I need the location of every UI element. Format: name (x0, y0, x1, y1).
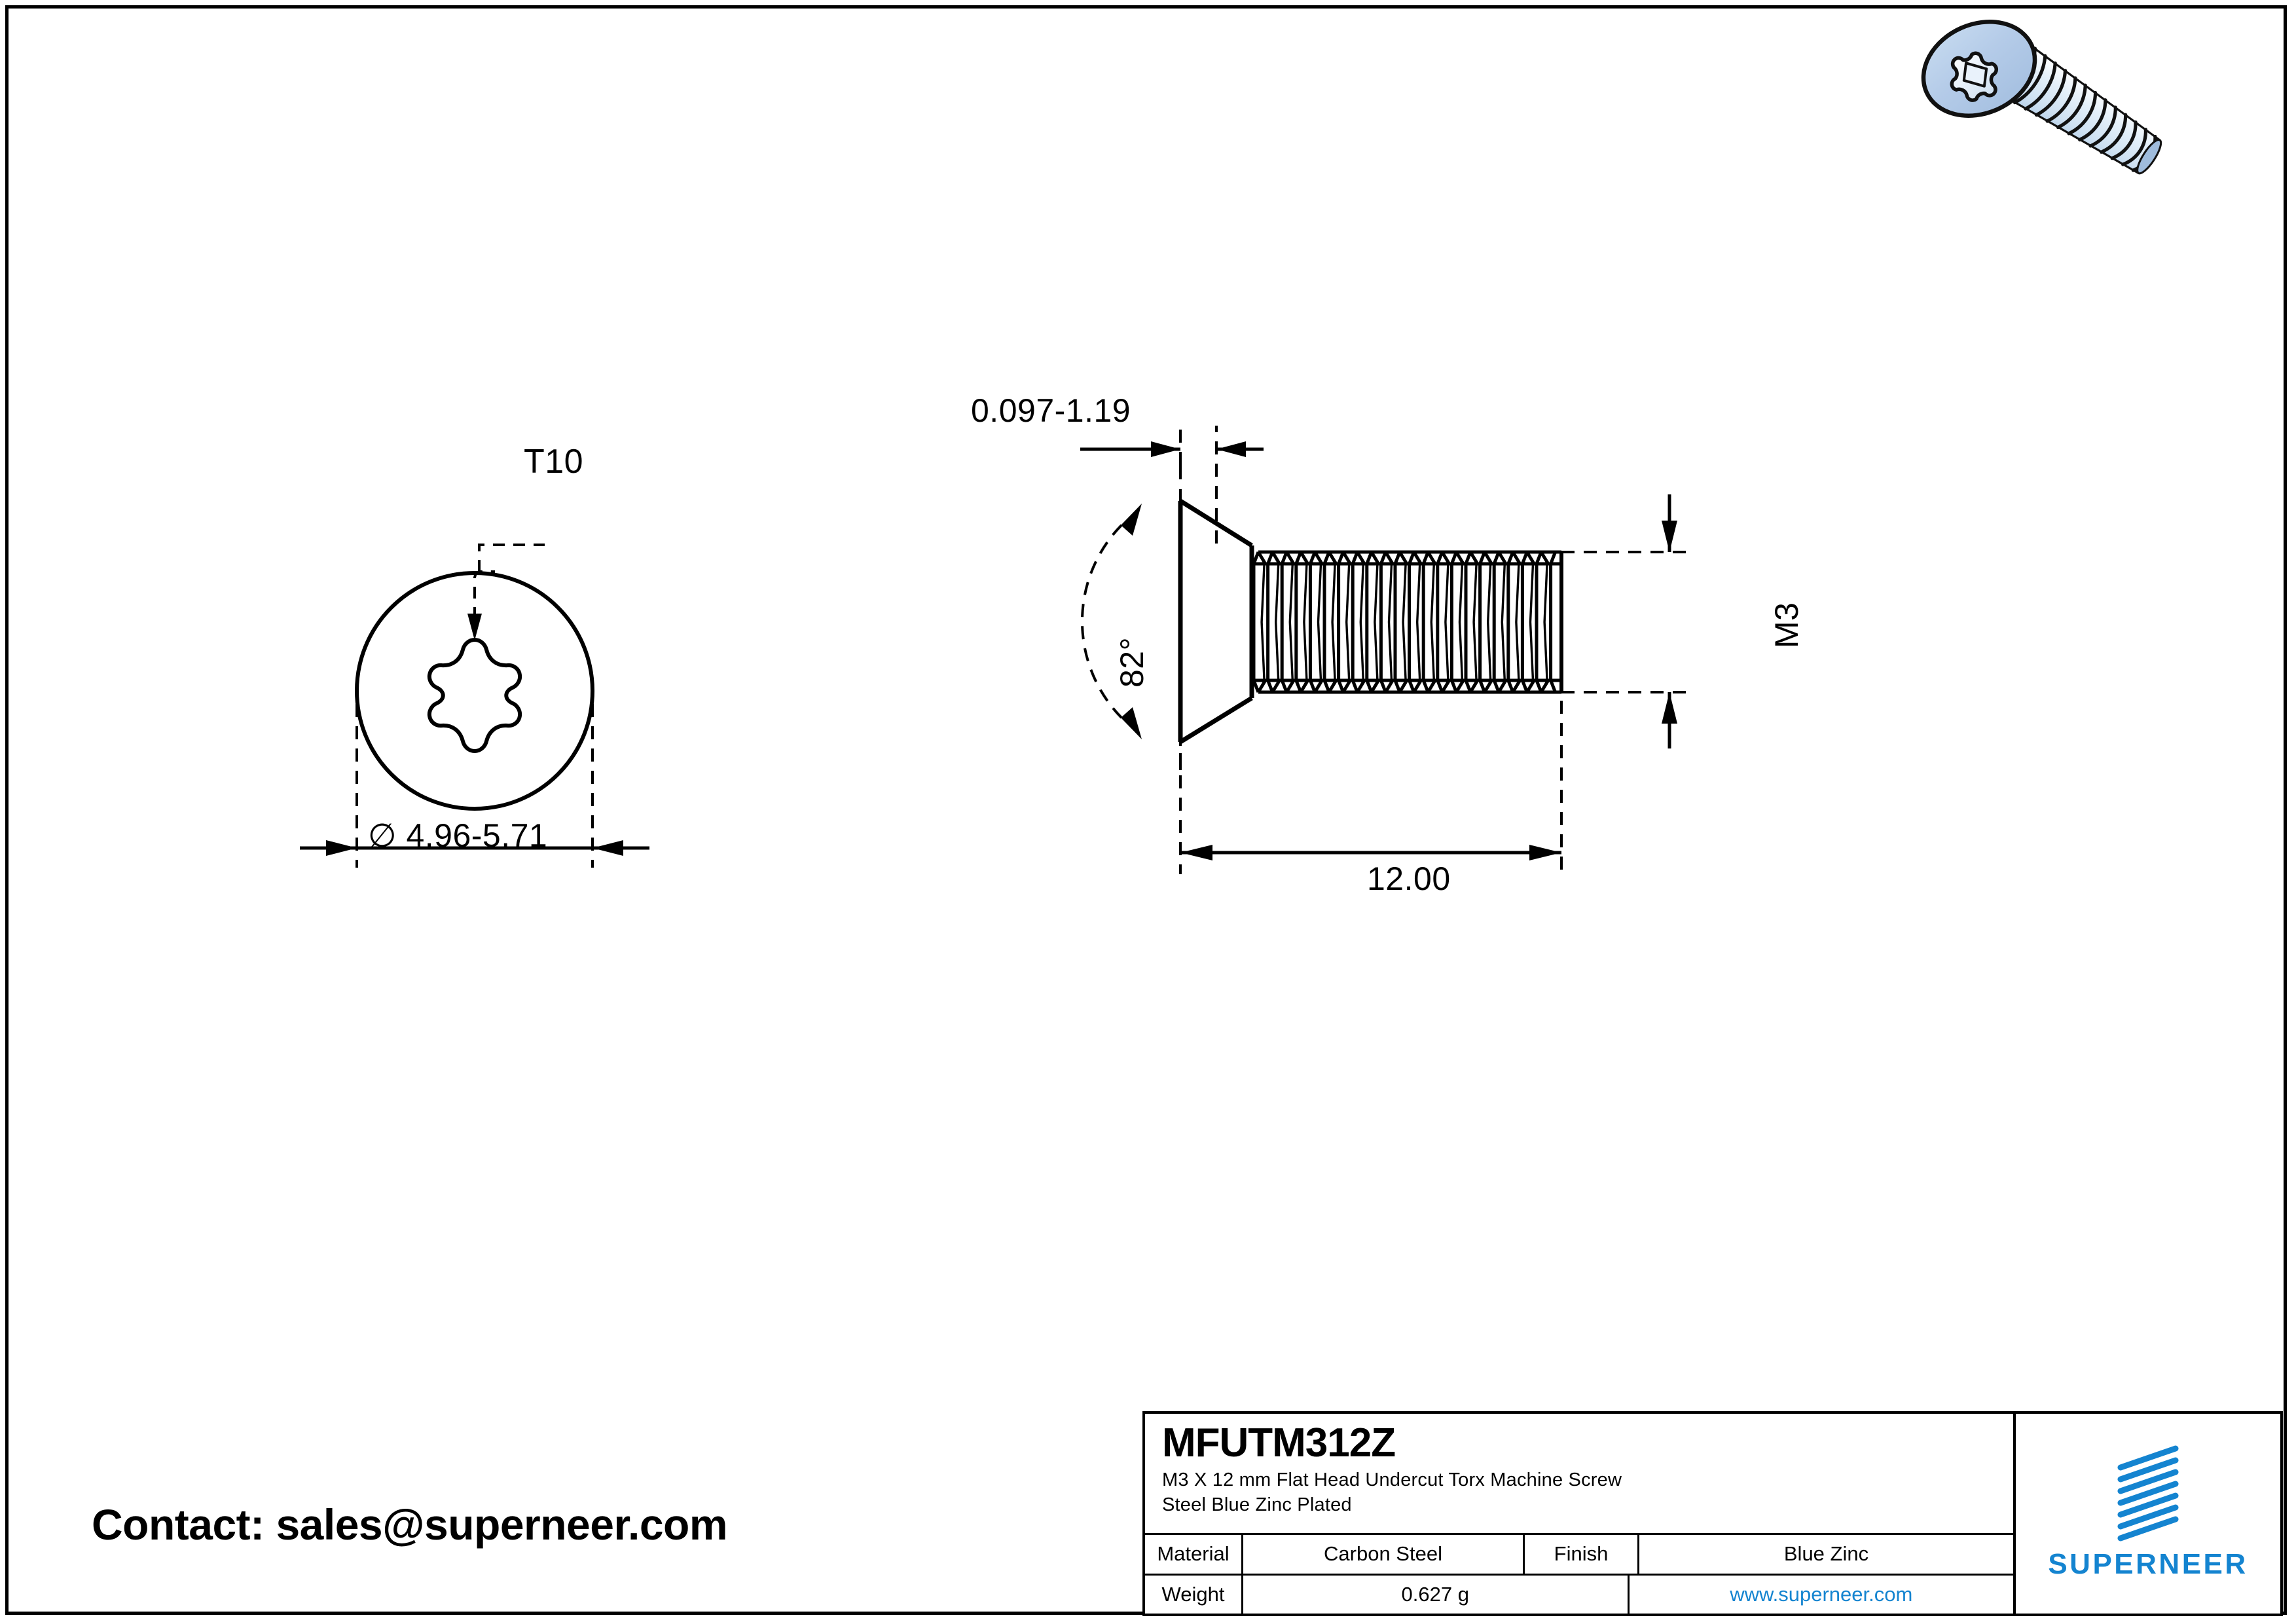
spec-table: Material Carbon Steel Finish Blue Zinc W… (1145, 1535, 2013, 1614)
title-block: MFUTM312Z M3 X 12 mm Flat Head Undercut … (1142, 1411, 2283, 1616)
weight-value: 0.627 g (1243, 1575, 1630, 1614)
spec-row-material-finish: Material Carbon Steel Finish Blue Zinc (1145, 1535, 2013, 1576)
screw-3d-render (1902, 16, 2295, 175)
thread-size-dimension (1561, 494, 1692, 748)
t10-leader (467, 544, 545, 640)
head-height-dimension (1080, 441, 1264, 457)
logo-wordmark: SUPERNEER (2048, 1548, 2248, 1580)
head-diameter-label: ∅ 4.96-5.71 (368, 817, 548, 854)
t10-callout-label: T10 (524, 443, 584, 481)
finish-value: Blue Zinc (1783, 1542, 1869, 1566)
side-view (1074, 386, 1794, 936)
title-block-description: MFUTM312Z M3 X 12 mm Flat Head Undercut … (1145, 1414, 2013, 1535)
head-outline-circle (355, 571, 594, 811)
part-number: MFUTM312Z (1162, 1420, 1396, 1466)
overall-length-label: 12.00 (1367, 860, 1451, 897)
overall-length-dimension (1180, 845, 1561, 860)
description-line-1: M3 X 12 mm Flat Head Undercut Torx Machi… (1162, 1469, 1622, 1490)
head-diameter-dimension (300, 840, 649, 856)
description-line-2: Steel Blue Zinc Plated (1162, 1494, 1352, 1516)
superneer-logo: SUPERNEER (2016, 1414, 2280, 1614)
head-angle-label: 82° (1114, 637, 1150, 688)
thread-profile (1252, 550, 1563, 694)
weight-label: Weight (1145, 1575, 1243, 1614)
material-value: Carbon Steel (1243, 1535, 1525, 1574)
torx-recess-shape (427, 638, 522, 753)
thread-size-label: M3 (1768, 602, 1805, 648)
finish-label: Finish (1525, 1535, 1639, 1574)
spec-row-weight-website: Weight 0.627 g www.superneer.com (1145, 1575, 2013, 1614)
contact-line: Contact: sales@superneer.com (92, 1500, 728, 1549)
top-view (249, 406, 707, 943)
head-angle-dimension (1081, 465, 1182, 786)
logo-stripes-icon (2117, 1445, 2179, 1541)
website-link[interactable]: www.superneer.com (1730, 1582, 1913, 1606)
material-label: Material (1145, 1535, 1243, 1574)
title-block-info: MFUTM312Z M3 X 12 mm Flat Head Undercut … (1145, 1414, 2016, 1614)
head-height-label: 0.097-1.19 (971, 392, 1131, 429)
